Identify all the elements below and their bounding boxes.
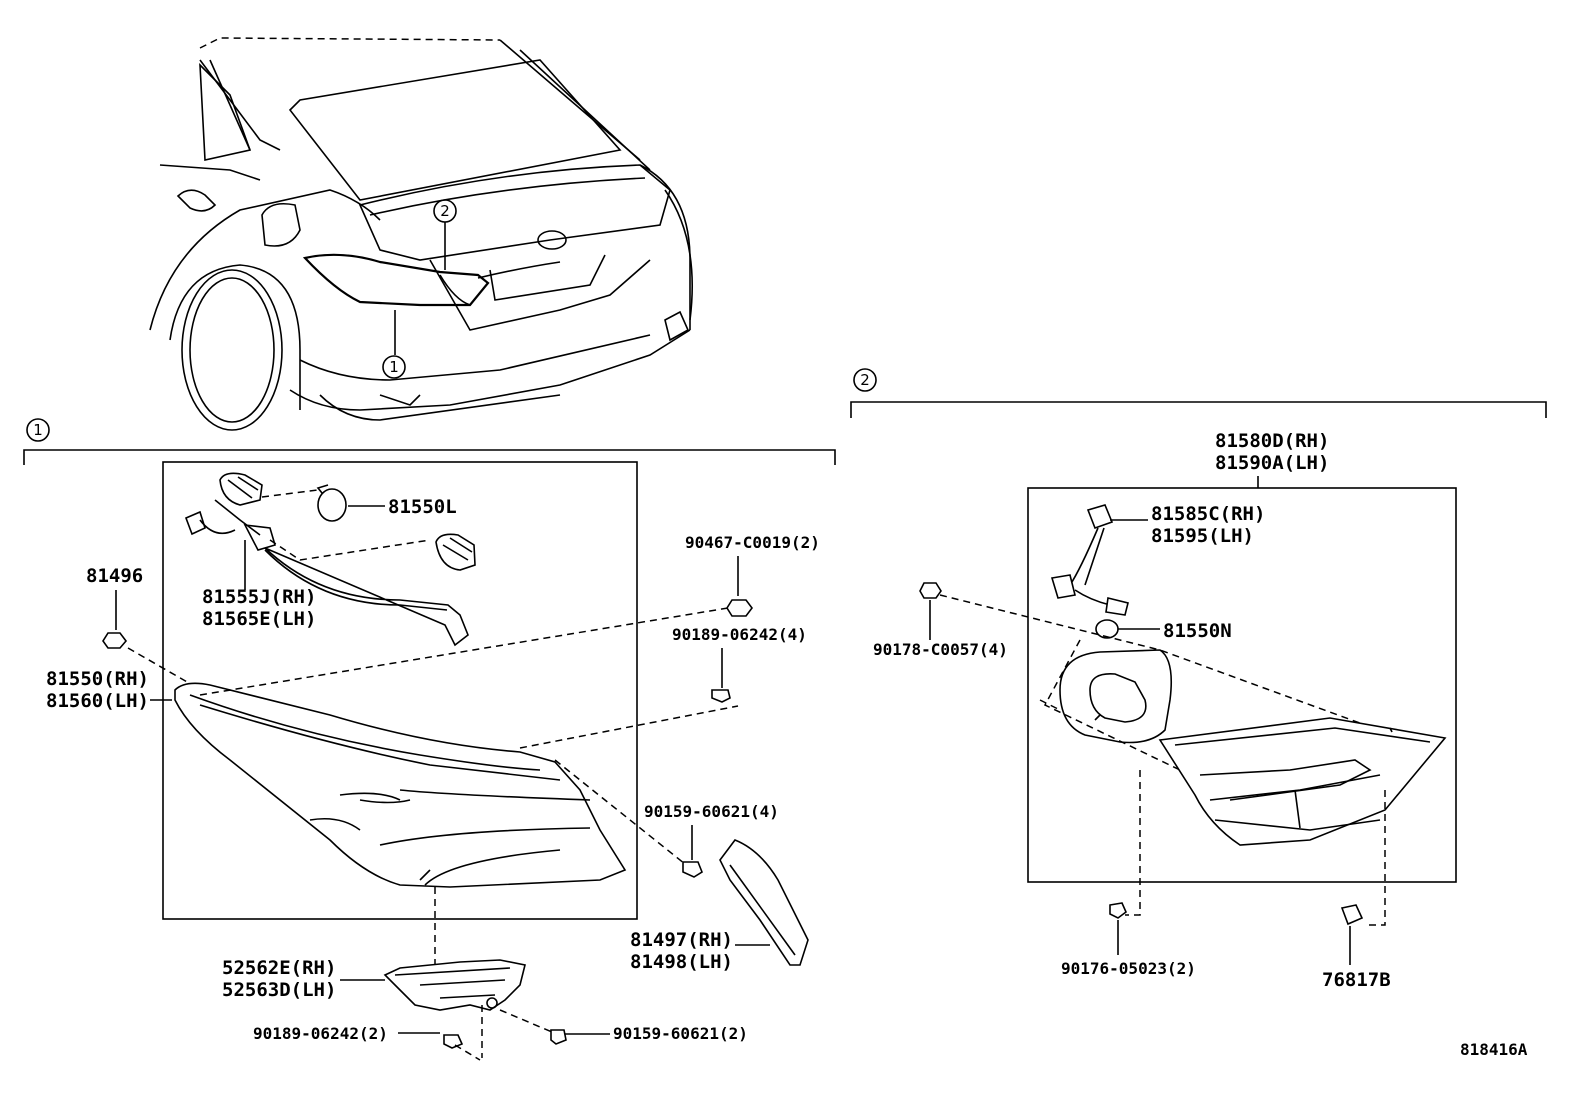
callout-2-car: 2 xyxy=(440,202,450,220)
label-81496: 81496 xyxy=(86,565,143,587)
label-52562E-RH: 52562E(RH) xyxy=(222,957,336,979)
inner-tail-lamp xyxy=(1158,717,1447,846)
inner-socket-wire xyxy=(1050,504,1148,616)
callout-1-car: 1 xyxy=(389,358,399,376)
label-81550N: 81550N xyxy=(1163,620,1232,642)
socket-wire-harness xyxy=(184,472,476,647)
label-81498-LH: 81498(LH) xyxy=(630,951,733,973)
label-81555J-RH: 81555J(RH) xyxy=(202,586,316,608)
label-81550L: 81550L xyxy=(388,496,457,518)
label-81565E-LH: 81565E(LH) xyxy=(202,608,316,630)
label-90159-60621-4: 90159-60621(4) xyxy=(644,802,779,821)
label-90178-C0057: 90178-C0057(4) xyxy=(873,640,1008,659)
label-90189-06242-4: 90189-06242(4) xyxy=(672,625,807,644)
label-81585C-RH: 81585C(RH) xyxy=(1151,503,1265,525)
label-81560-LH: 81560(LH) xyxy=(46,690,149,712)
bracket xyxy=(383,959,526,1011)
callout-1-section: 1 xyxy=(33,421,43,439)
car-rear-illustration: 2 1 xyxy=(149,37,693,431)
gasket xyxy=(1059,649,1173,744)
label-52563D-LH: 52563D(LH) xyxy=(222,979,336,1001)
section-1: 1 81550L 81555J(RH) 81565E(LH) xyxy=(23,418,836,1061)
label-81580D-RH: 81580D(RH) xyxy=(1215,430,1329,452)
label-90159-60621-2: 90159-60621(2) xyxy=(613,1024,748,1043)
label-81497-RH: 81497(RH) xyxy=(630,929,733,951)
label-90176-05023: 90176-05023(2) xyxy=(1061,959,1196,978)
callout-2-section: 2 xyxy=(860,371,870,389)
label-76817B: 76817B xyxy=(1322,969,1391,991)
label-90467-C0019: 90467-C0019(2) xyxy=(685,533,820,552)
label-81595-LH: 81595(LH) xyxy=(1151,525,1254,547)
outer-tail-lamp xyxy=(174,682,627,888)
label-90189-06242-2: 90189-06242(2) xyxy=(253,1024,388,1043)
section-2: 2 81580D(RH) 81590A(LH) 81585C(RH) 81595… xyxy=(850,368,1547,991)
label-81550-RH: 81550(RH) xyxy=(46,668,149,690)
diagram-ref-number: 818416A xyxy=(1460,1040,1528,1059)
label-81590A-LH: 81590A(LH) xyxy=(1215,452,1329,474)
